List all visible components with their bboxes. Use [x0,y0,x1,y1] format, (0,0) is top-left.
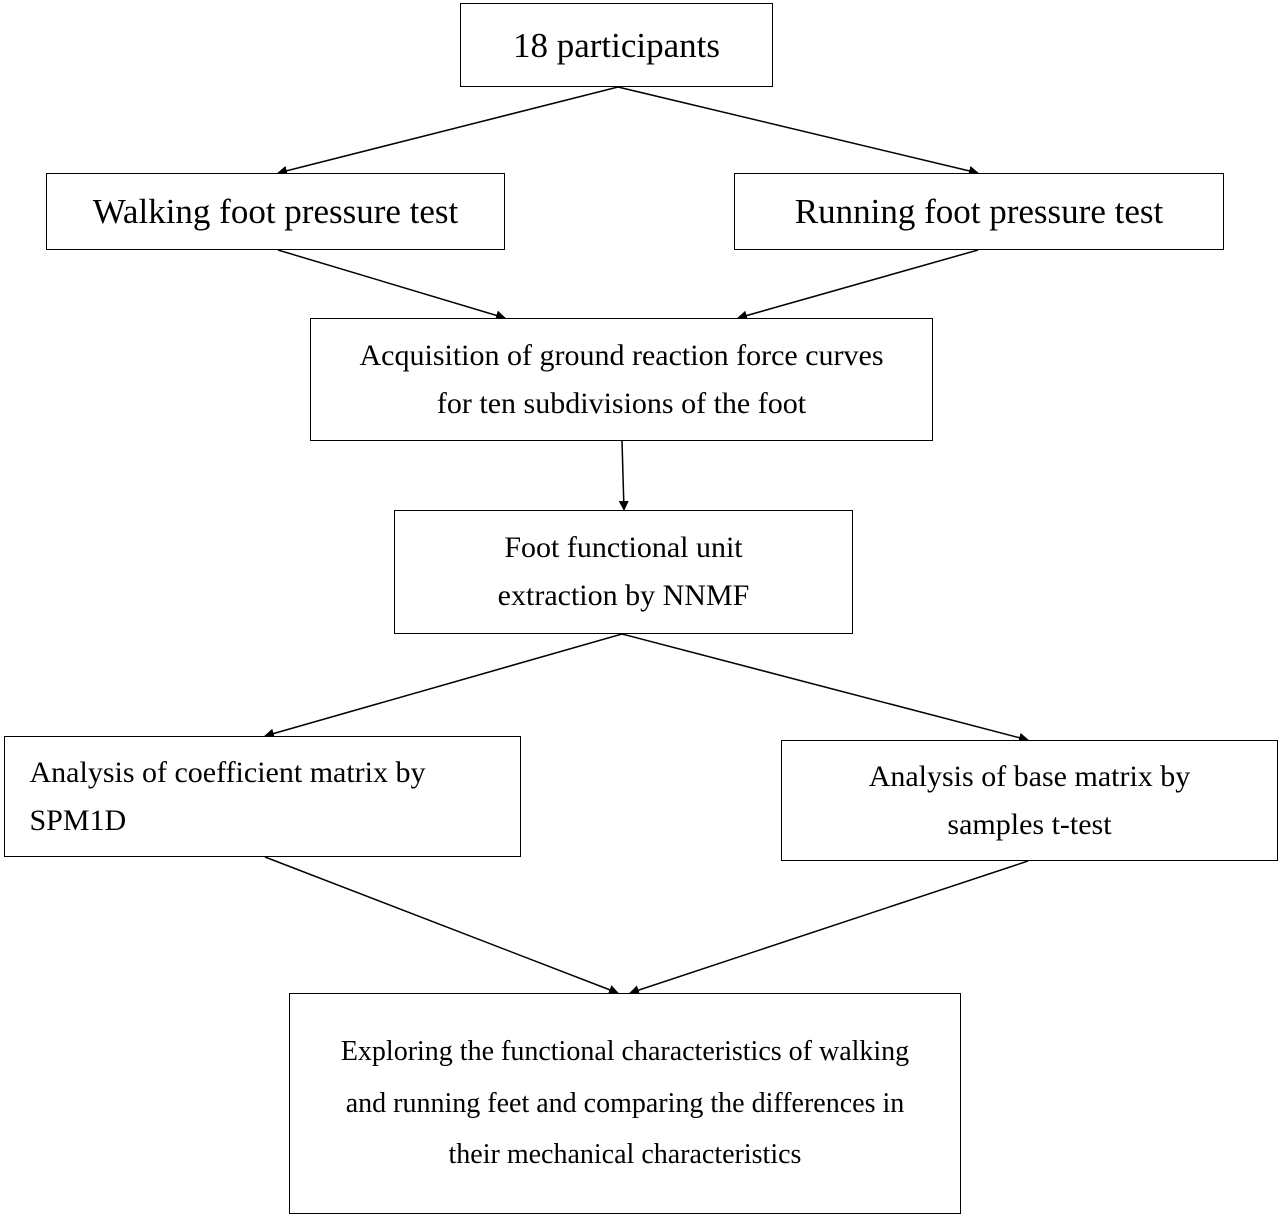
node-nnmf-extraction: Foot functional unit extraction by NNMF [394,510,853,634]
node-base-analysis: Analysis of base matrix by samples t-tes… [781,740,1278,861]
arrow-acquisition-to-nnmf [618,440,629,511]
arrow-nnmf-to-coefficient [264,633,623,739]
arrow-nnmf-to-base [621,633,1029,743]
node-grf-acquisition: Acquisition of ground reaction force cur… [310,318,933,441]
node-participants: 18 participants [460,3,773,87]
arrow-running-to-acquisition [737,249,979,321]
node-walking-test: Walking foot pressure test [46,173,505,250]
node-grf-acquisition-label: Acquisition of ground reaction force cur… [359,338,884,420]
node-coefficient-analysis-label: Analysis of coefficient matrix by SPM1D [29,755,426,837]
node-conclusion-label: Exploring the functional characteristics… [340,1035,910,1171]
node-walking-test-label: Walking foot pressure test [92,192,459,231]
node-nnmf-extraction-label: Foot functional unit extraction by NNMF [497,531,750,612]
arrow-participants-to-running [617,86,979,176]
node-conclusion: Exploring the functional characteristics… [289,993,961,1214]
arrow-walking-to-acquisition [277,249,506,321]
arrow-participants-to-walking [277,86,619,176]
arrow-coefficient-to-exploring [264,856,619,995]
node-coefficient-analysis: Analysis of coefficient matrix by SPM1D [4,736,521,857]
node-participants-label: 18 participants [512,25,721,65]
node-running-test: Running foot pressure test [734,173,1224,250]
node-running-test-label: Running foot pressure test [794,192,1164,231]
node-base-analysis-label: Analysis of base matrix by samples t-tes… [868,759,1191,841]
arrow-base-to-exploring [629,860,1029,995]
